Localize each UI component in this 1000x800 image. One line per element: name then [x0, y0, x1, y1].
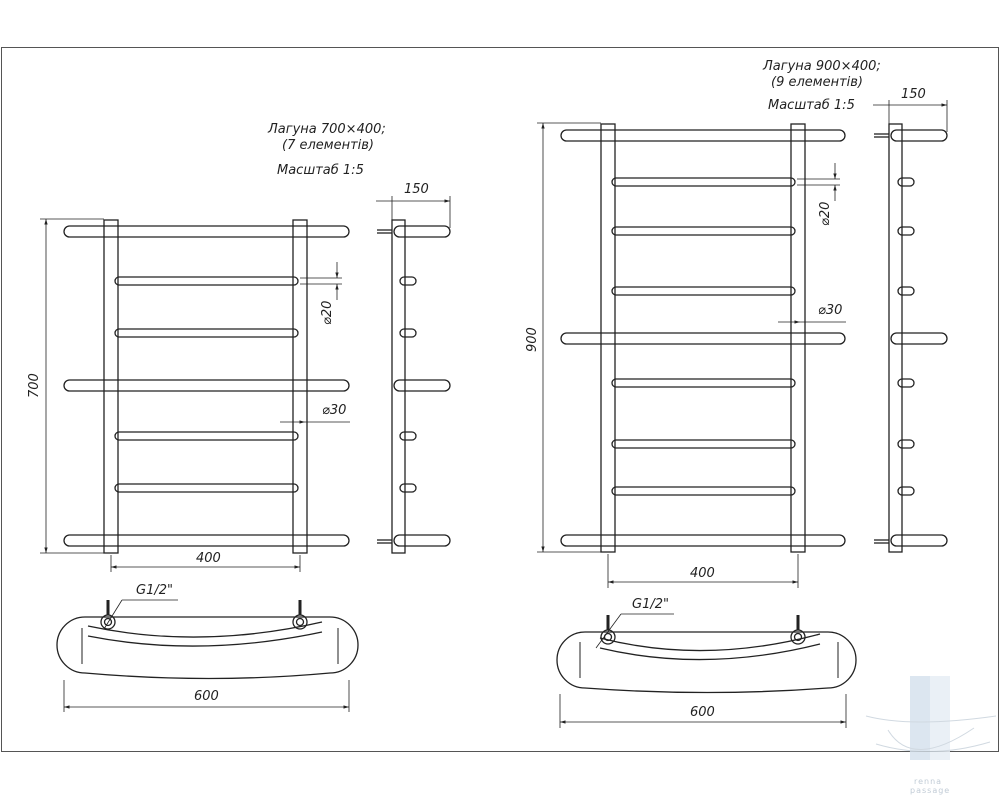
cross-bar [114, 483, 299, 493]
left-depth-dim: 150 [404, 182, 429, 197]
cross-bar [611, 439, 796, 449]
cross-bar [611, 226, 796, 236]
left-subtitle: (7 елементів) [282, 138, 374, 153]
cross-bar [114, 328, 299, 338]
watermark-logo: renna passage [865, 676, 997, 795]
left-side-view [377, 219, 451, 554]
right-length-dim: 600 [690, 705, 715, 720]
right-depth-dim: 150 [901, 87, 926, 102]
top-rail [560, 129, 846, 142]
left-title: Лагуна 700×400; [267, 122, 386, 137]
left-top-view [56, 600, 359, 680]
cross-bar [114, 276, 299, 286]
cross-bar [611, 486, 796, 496]
left-dimensions [40, 196, 451, 712]
left-scale: Масштаб 1:5 [277, 163, 364, 178]
bottom-rail [560, 534, 846, 547]
cross-bar [114, 431, 299, 441]
right-dimensions [537, 100, 948, 728]
right-model [556, 123, 948, 694]
right-post [600, 123, 616, 553]
right-title: Лагуна 900×400; [762, 59, 881, 74]
middle-rail [63, 379, 350, 392]
bottom-rail [63, 534, 350, 547]
right-post [790, 123, 806, 553]
watermark-text: renna [914, 777, 942, 786]
right-side-view [874, 123, 948, 553]
cross-bar [611, 286, 796, 296]
right-subtitle: (9 елементів) [771, 75, 863, 90]
left-height-dim: 700 [27, 373, 42, 398]
right-bar-dim: ⌀20 [818, 202, 833, 226]
cross-bar [611, 177, 796, 187]
left-front-view [63, 219, 350, 554]
top-rail [63, 225, 350, 238]
right-front-view [560, 123, 846, 553]
right-rail-dim: ⌀30 [818, 303, 842, 318]
left-post [103, 219, 119, 554]
right-scale: Масштаб 1:5 [768, 98, 855, 113]
drawing-frame [1, 47, 999, 752]
left-length-dim: 600 [194, 689, 219, 704]
middle-rail [560, 332, 846, 345]
cross-bar [611, 378, 796, 388]
left-bar-dim: ⌀20 [320, 301, 335, 325]
left-post [292, 219, 308, 554]
right-thread-dim: G1/2" [632, 597, 669, 612]
left-thread-dim: G1/2" [136, 583, 173, 598]
right-height-dim: 900 [525, 327, 540, 352]
left-width-dim: 400 [196, 551, 221, 566]
left-rail-dim: ⌀30 [322, 403, 346, 418]
watermark-text: passage [910, 786, 950, 795]
left-model [56, 219, 451, 680]
left-labels: Лагуна 700×400; (7 елементів) Масштаб 1:… [27, 122, 429, 704]
right-labels: Лагуна 900×400; (9 елементів) Масштаб 1:… [525, 59, 926, 720]
right-top-view [556, 615, 857, 694]
right-width-dim: 400 [690, 566, 715, 581]
